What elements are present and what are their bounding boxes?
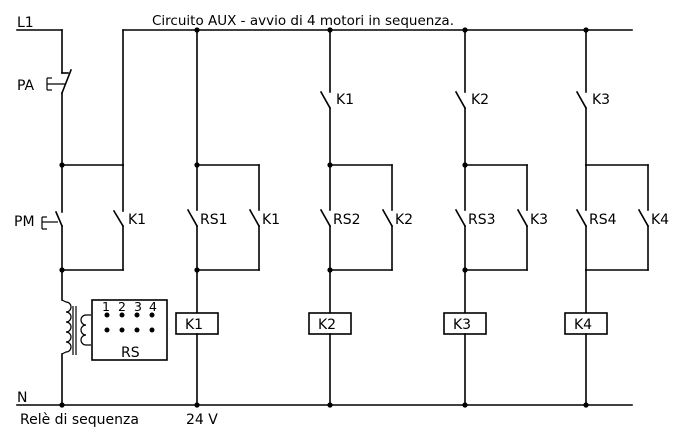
diagram-title: Circuito AUX - avvio di 4 motori in sequ… xyxy=(152,13,454,29)
coil-label: K4 xyxy=(574,317,592,333)
hold-contact-label: K3 xyxy=(530,212,548,228)
enable-contact-k3 xyxy=(575,90,588,110)
timer-contact-label: RS2 xyxy=(333,212,361,228)
footer-relay-label: Relè di sequenza xyxy=(20,412,139,428)
rs-output-4: 4 xyxy=(149,299,157,314)
coil-label: K3 xyxy=(453,317,471,333)
junction xyxy=(462,402,468,408)
coil-label: K2 xyxy=(318,317,336,333)
enable-contact-label: K3 xyxy=(592,92,610,108)
timer-contact-rs3 xyxy=(454,208,467,228)
hold-contact-k3 xyxy=(516,208,529,228)
coil-label: K1 xyxy=(185,317,203,333)
timer-contact-label: RS3 xyxy=(468,212,496,228)
timer-contact-label: RS1 xyxy=(200,212,228,228)
rs-output-2: 2 xyxy=(118,299,126,314)
enable-contact-k1 xyxy=(319,90,332,110)
hold-contact-label: K1 xyxy=(262,212,280,228)
hold-contact-k4 xyxy=(637,208,650,228)
hold-contact-label: K2 xyxy=(395,212,413,228)
pa-label: PA xyxy=(17,78,35,94)
pm-label: PM xyxy=(14,214,35,230)
junction xyxy=(59,402,65,408)
k1-hold-label: K1 xyxy=(128,212,146,228)
junction xyxy=(327,402,333,408)
junction xyxy=(194,402,200,408)
hold-contact-k2 xyxy=(381,208,394,228)
timer-contact-rs4 xyxy=(575,208,588,228)
rs-label: RS xyxy=(121,345,140,361)
l1-label: L1 xyxy=(17,15,34,31)
rs-output-3: 3 xyxy=(134,299,142,314)
enable-contact-label: K1 xyxy=(336,92,354,108)
footer-voltage-label: 24 V xyxy=(186,412,218,428)
timer-contact-rs2 xyxy=(319,208,332,228)
hold-contact-k1 xyxy=(248,208,261,228)
timer-contact-rs1 xyxy=(186,208,199,228)
enable-contact-k2 xyxy=(454,90,467,110)
n-label: N xyxy=(17,390,27,406)
timer-contact-label: RS4 xyxy=(589,212,617,228)
start-pushbutton-pm: PM xyxy=(14,164,64,271)
sequence-relay-rs: 1 2 3 4 RS xyxy=(91,299,168,361)
transformer xyxy=(61,269,91,406)
self-hold-contact-k1: K1 xyxy=(112,164,146,271)
junction xyxy=(583,402,589,408)
stop-pushbutton-pa: PA xyxy=(17,68,73,166)
rs-output-1: 1 xyxy=(102,299,110,314)
enable-contact-label: K2 xyxy=(471,92,489,108)
hold-contact-label: K4 xyxy=(651,212,669,228)
